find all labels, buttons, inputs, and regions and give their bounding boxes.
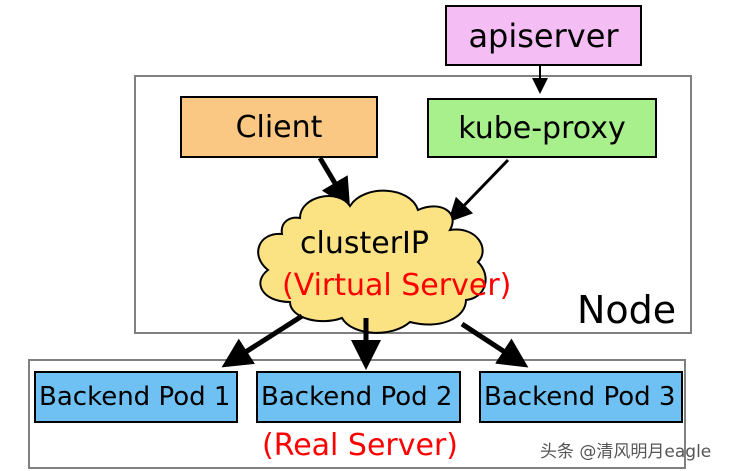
clusterip-cloud[interactable] bbox=[257, 189, 487, 334]
edge-client-clusterip bbox=[317, 156, 351, 209]
backend-pod-2-label: Backend Pod 2 bbox=[261, 382, 453, 412]
node-frame bbox=[134, 75, 692, 334]
apiserver-label: apiserver bbox=[468, 16, 619, 55]
kube-proxy-box[interactable]: kube-proxy bbox=[427, 98, 657, 158]
kube-proxy-label: kube-proxy bbox=[458, 110, 626, 146]
edge-clusterip-pod1 bbox=[221, 313, 304, 368]
backend-pod-1-label: Backend Pod 1 bbox=[39, 382, 231, 412]
edge-kube-proxy-clusterip bbox=[447, 158, 510, 223]
client-label: Client bbox=[235, 109, 323, 145]
client-box[interactable]: Client bbox=[180, 96, 378, 158]
backend-pod-2[interactable]: Backend Pod 2 bbox=[256, 371, 461, 423]
backend-pod-3-label: Backend Pod 3 bbox=[484, 382, 676, 412]
real-server-label: (Real Server) bbox=[262, 428, 458, 463]
clusterip-label: clusterIP bbox=[300, 226, 429, 261]
watermark: 头条 @清风明月eagle bbox=[540, 442, 712, 462]
apiserver-box[interactable]: apiserver bbox=[445, 5, 642, 66]
backend-pod-3[interactable]: Backend Pod 3 bbox=[479, 371, 683, 423]
virtual-server-label: (Virtual Server) bbox=[282, 268, 512, 303]
backend-pod-1[interactable]: Backend Pod 1 bbox=[34, 371, 238, 423]
node-label: Node bbox=[577, 288, 677, 332]
edge-clusterip-pod3 bbox=[460, 321, 529, 368]
